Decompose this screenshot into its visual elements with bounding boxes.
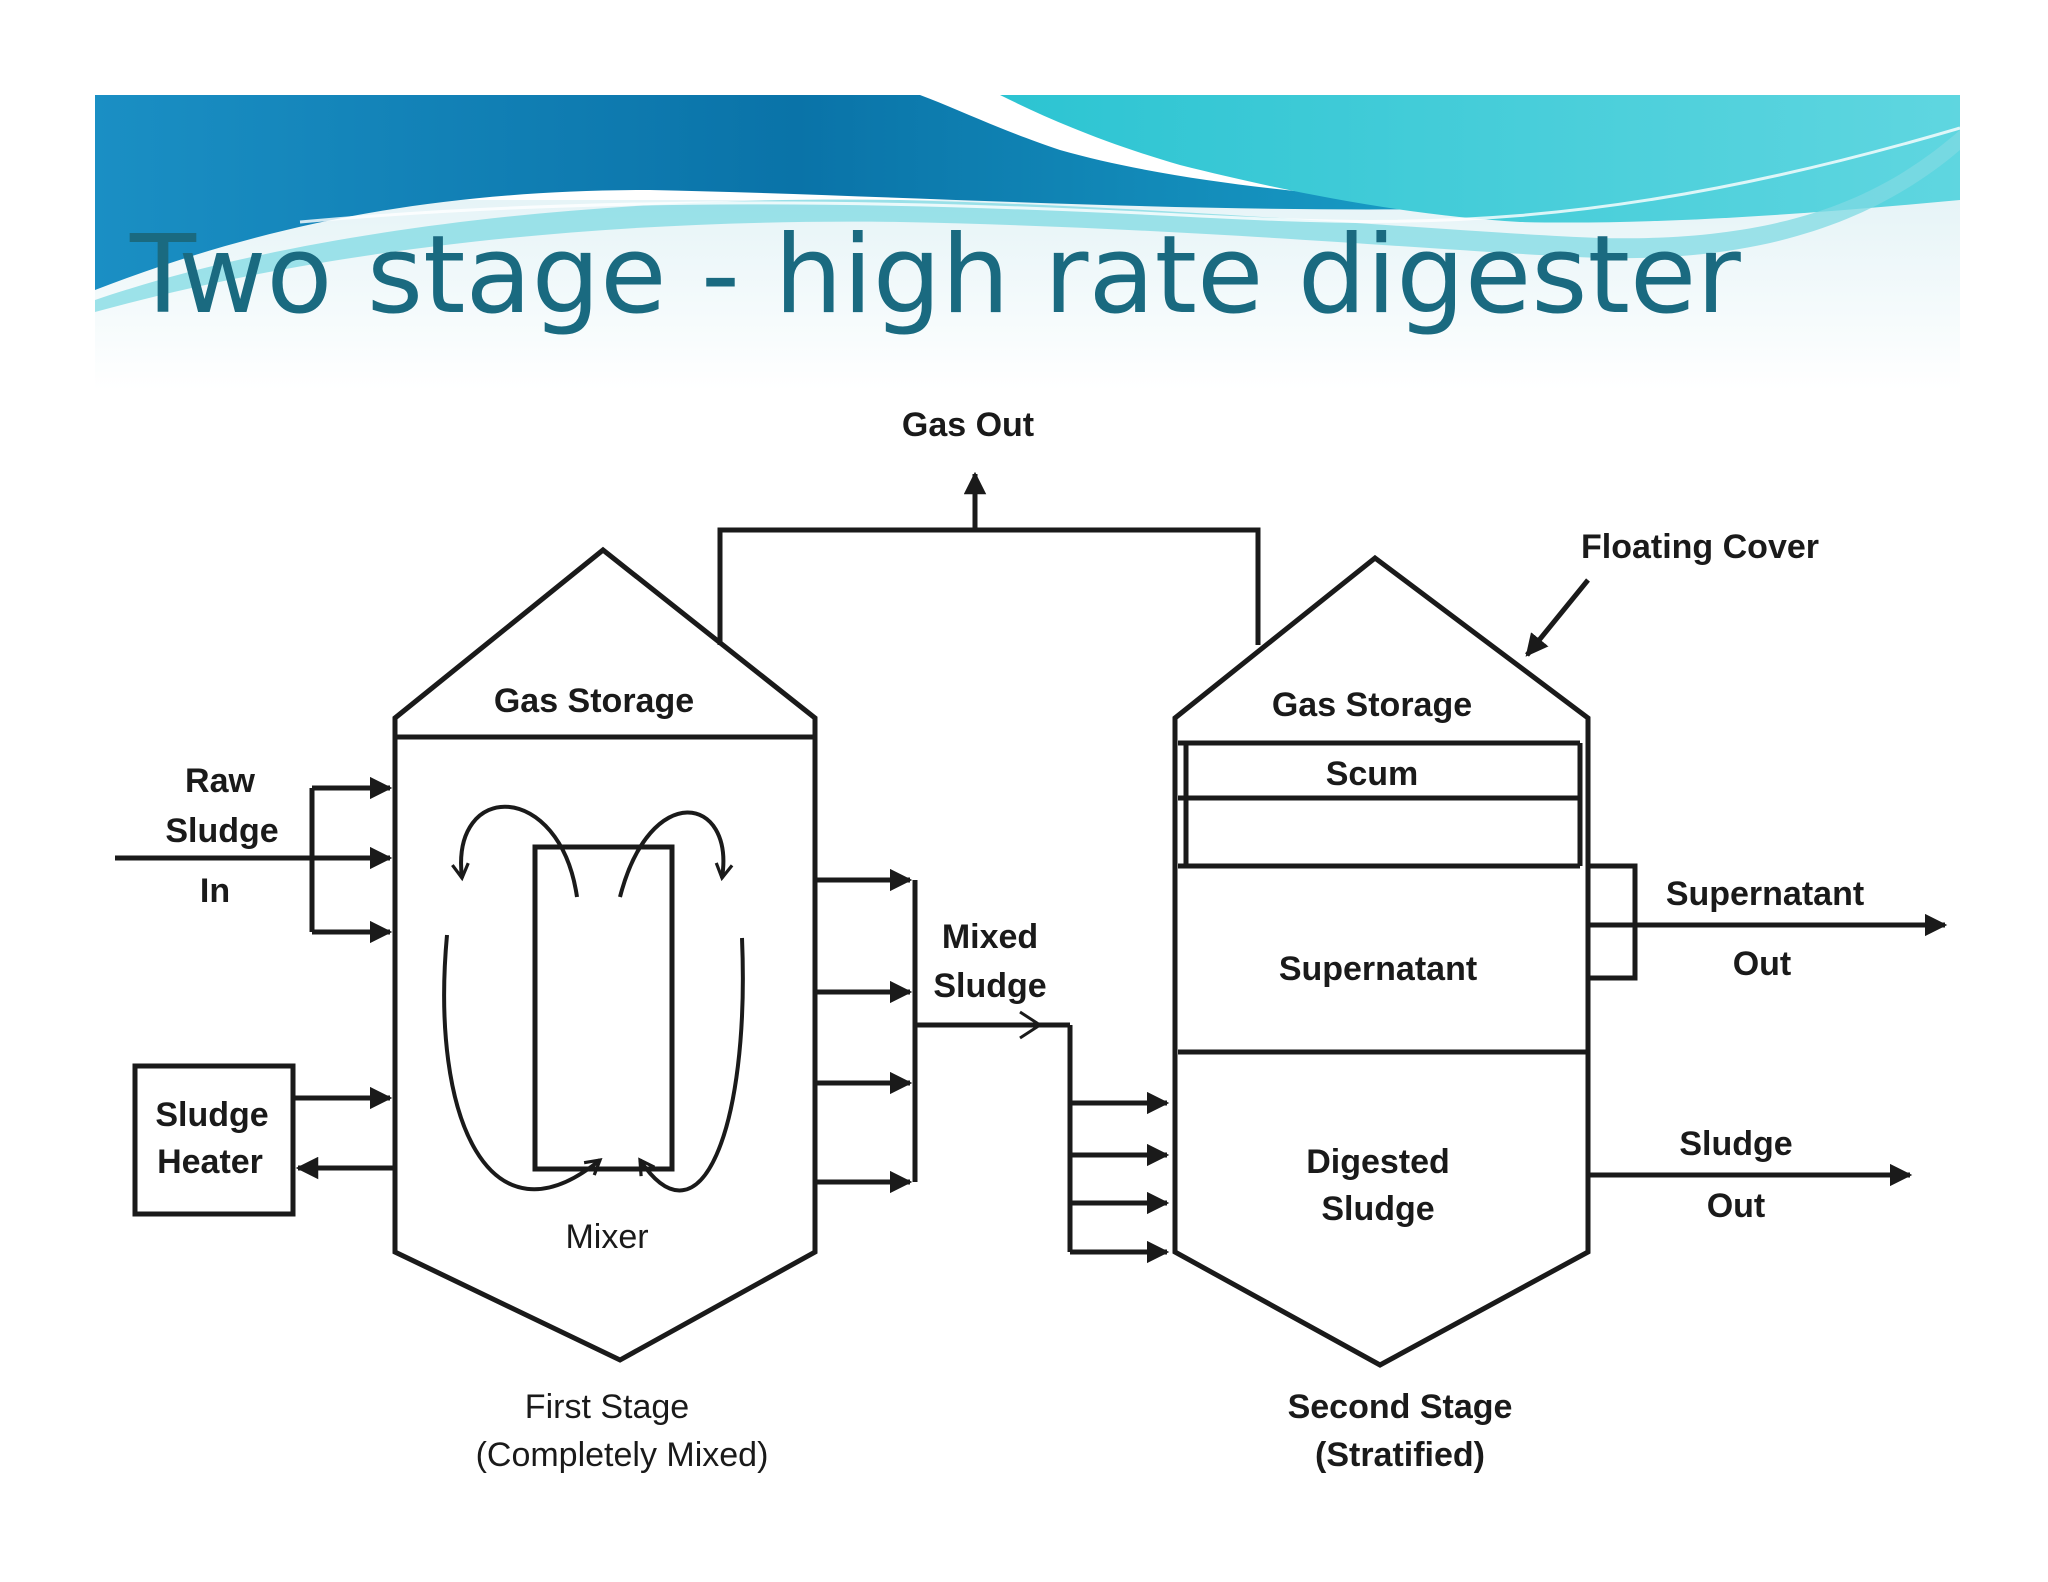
- slide-title: Two stage - high rate digester: [130, 213, 1741, 338]
- raw-sludge-label-3: In: [200, 872, 230, 910]
- floating-cover-label: Floating Cover: [1581, 528, 1819, 566]
- digested-sludge-label-2: Sludge: [1321, 1190, 1434, 1228]
- banner-light-swoosh: [95, 130, 1960, 312]
- second-stage-caption-2: (Stratified): [1315, 1436, 1485, 1474]
- floating-cover-pointer: [1525, 578, 1590, 657]
- sludge-heater-label-1: Sludge: [155, 1096, 268, 1134]
- header-wave-banner: [95, 95, 1961, 390]
- mix-arrow-top-right: [618, 810, 734, 898]
- second-stage-gas-storage-label: Gas Storage: [1272, 686, 1472, 724]
- mixer-shaft-box: [532, 844, 675, 1172]
- sludge-heater-label-2: Heater: [157, 1143, 263, 1181]
- supernatant-draw-off: [1588, 863, 1638, 981]
- first-stage-tank: [392, 546, 818, 1363]
- mixed-sludge-label-2: Sludge: [933, 967, 1046, 1005]
- mix-arrow-loop-right: [638, 937, 745, 1193]
- supernatant-out-label-1: Supernatant: [1666, 875, 1864, 913]
- sludge-out-label-1: Sludge: [1679, 1125, 1792, 1163]
- sludge-heater-box: [132, 1063, 296, 1217]
- scum-label: Scum: [1326, 755, 1419, 793]
- first-stage-caption-2: (Completely Mixed): [476, 1436, 769, 1474]
- second-stage-caption-1: Second Stage: [1288, 1388, 1513, 1426]
- sludge-out-label-2: Out: [1707, 1187, 1766, 1225]
- first-stage-caption-1: First Stage: [525, 1388, 689, 1426]
- first-stage-gas-storage-label: Gas Storage: [494, 682, 694, 720]
- second-stage-tank: [1172, 554, 1591, 1368]
- raw-sludge-label-2: Sludge: [165, 812, 278, 850]
- transfer-flow-arrow: [1019, 1010, 1043, 1040]
- gas-out-pipe: [717, 527, 1261, 645]
- raw-sludge-label-1: Raw: [185, 762, 255, 800]
- mix-arrow-top-left: [451, 804, 579, 898]
- mixed-sludge-label-1: Mixed: [942, 918, 1038, 956]
- banner-teal-wave: [1000, 95, 1960, 223]
- supernatant-out-label-2: Out: [1733, 945, 1792, 983]
- gas-out-label: Gas Out: [902, 406, 1034, 444]
- mixer-label: Mixer: [565, 1218, 648, 1256]
- banner-white-line: [299, 126, 1961, 224]
- mix-arrow-loop-left: [442, 934, 603, 1192]
- digested-sludge-label-1: Digested: [1306, 1143, 1450, 1181]
- supernatant-zone-label: Supernatant: [1279, 950, 1477, 988]
- banner-blue-wave: [95, 95, 1500, 290]
